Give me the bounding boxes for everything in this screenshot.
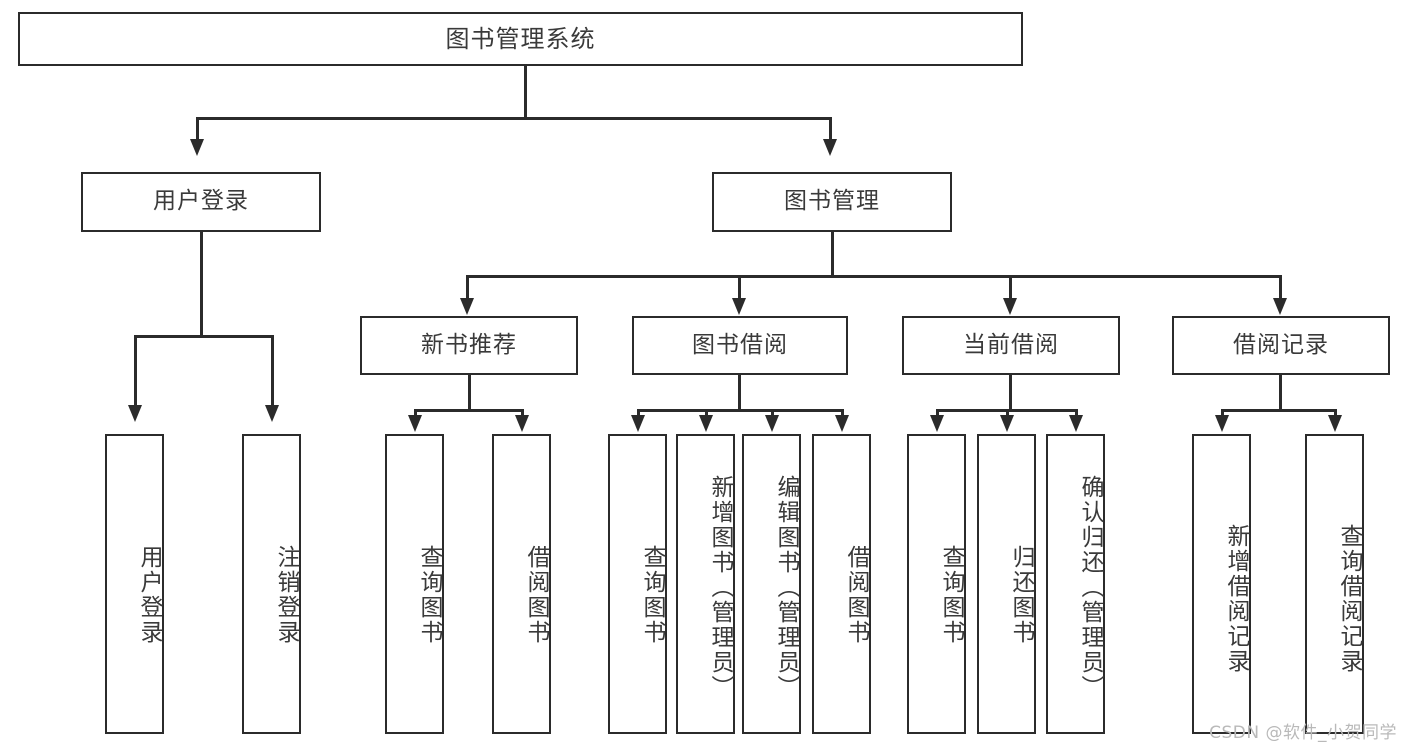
leaf-new-book-query[interactable]: 查询图书 (385, 434, 444, 734)
leaf-current-return-book[interactable]: 归还图书 (977, 434, 1036, 734)
connector-to-borrow (738, 275, 741, 298)
arrowhead-new-book (460, 298, 474, 315)
connector-book-mgmt-bus (466, 275, 1281, 278)
connector-root-to-user-login (196, 117, 199, 139)
connector-borrow-stem (738, 375, 741, 409)
connector-new-book-drop-1 (414, 409, 417, 415)
connector-borrow-drop-2 (705, 409, 708, 415)
arrowhead-borrow-leaf-3 (765, 415, 779, 432)
node-label: 查询借阅记录 (1336, 524, 1362, 674)
connector-current-drop-2 (1006, 409, 1009, 415)
node-label: 借阅图书 (523, 545, 549, 645)
node-label: 图书借阅 (692, 331, 788, 358)
connector-to-new-book (466, 275, 469, 298)
arrowhead-book-mgmt (823, 139, 837, 156)
node-label: 用户登录 (153, 188, 249, 215)
arrowhead-current-leaf-3 (1069, 415, 1083, 432)
connector-current-drop-1 (936, 409, 939, 415)
connector-borrow-drop-3 (771, 409, 774, 415)
node-user-login[interactable]: 用户登录 (81, 172, 321, 232)
node-label: 当前借阅 (963, 331, 1059, 358)
leaf-current-confirm-return[interactable]: 确认归还（管理员） (1046, 434, 1105, 734)
arrowhead-records-leaf-1 (1215, 415, 1229, 432)
node-label: 查询图书 (416, 545, 442, 645)
leaf-user-login[interactable]: 用户登录 (105, 434, 164, 734)
arrowhead-records (1273, 298, 1287, 315)
connector-new-book-drop-2 (521, 409, 524, 415)
node-borrow-records[interactable]: 借阅记录 (1172, 316, 1390, 375)
connector-records-drop-2 (1334, 409, 1337, 415)
connector-borrow-drop-4 (841, 409, 844, 415)
connector-user-login-stem (200, 232, 203, 335)
leaf-borrow-query-book[interactable]: 查询图书 (608, 434, 667, 734)
arrowhead-current-leaf-1 (930, 415, 944, 432)
connector-new-book-stem (468, 375, 471, 409)
connector-root-bus (196, 117, 831, 120)
arrowhead-new-book-leaf-2 (515, 415, 529, 432)
connector-records-stem (1279, 375, 1282, 409)
node-label: 图书管理 (784, 188, 880, 215)
arrowhead-records-leaf-2 (1328, 415, 1342, 432)
node-label: 归还图书 (1008, 545, 1034, 645)
node-current-borrow[interactable]: 当前借阅 (902, 316, 1120, 375)
node-label: 新增图书（管理员） (707, 474, 733, 700)
node-label: 新增借阅记录 (1223, 524, 1249, 674)
leaf-logout[interactable]: 注销登录 (242, 434, 301, 734)
leaf-current-query-book[interactable]: 查询图书 (907, 434, 966, 734)
node-book-borrow[interactable]: 图书借阅 (632, 316, 848, 375)
connector-root-stem (524, 66, 527, 117)
leaf-borrow-edit-book[interactable]: 编辑图书（管理员） (742, 434, 801, 734)
arrowhead-current (1003, 298, 1017, 315)
node-new-book-recommend[interactable]: 新书推荐 (360, 316, 578, 375)
connector-borrow-bus (637, 409, 844, 412)
node-label: 借阅记录 (1233, 331, 1329, 358)
connector-book-mgmt-stem (831, 232, 834, 275)
node-label: 用户登录 (136, 545, 162, 645)
connector-user-login-bus (134, 335, 273, 338)
arrowhead-leaf-user-login (128, 405, 142, 422)
arrowhead-borrow (732, 298, 746, 315)
connector-records-drop-1 (1221, 409, 1224, 415)
connector-root-to-book-mgmt (829, 117, 832, 139)
arrowhead-borrow-leaf-4 (835, 415, 849, 432)
node-label: 编辑图书（管理员） (773, 474, 799, 700)
connector-records-bus (1221, 409, 1336, 412)
connector-current-stem (1009, 375, 1012, 409)
leaf-records-add[interactable]: 新增借阅记录 (1192, 434, 1251, 734)
node-label: 图书管理系统 (445, 24, 596, 53)
connector-to-current (1009, 275, 1012, 298)
leaf-new-book-borrow[interactable]: 借阅图书 (492, 434, 551, 734)
node-root-system[interactable]: 图书管理系统 (18, 12, 1023, 66)
node-label: 新书推荐 (421, 331, 517, 358)
leaf-borrow-add-book[interactable]: 新增图书（管理员） (676, 434, 735, 734)
connector-new-book-bus (414, 409, 524, 412)
node-label: 注销登录 (273, 545, 299, 645)
arrowhead-leaf-logout (265, 405, 279, 422)
node-label: 查询图书 (938, 545, 964, 645)
node-label: 查询图书 (639, 545, 665, 645)
connector-user-login-drop-1 (134, 335, 137, 405)
node-book-management[interactable]: 图书管理 (712, 172, 952, 232)
connector-to-records (1279, 275, 1282, 298)
connector-borrow-drop-1 (637, 409, 640, 415)
arrowhead-new-book-leaf-1 (408, 415, 422, 432)
arrowhead-current-leaf-2 (1000, 415, 1014, 432)
leaf-borrow-borrow-book[interactable]: 借阅图书 (812, 434, 871, 734)
node-label: 借阅图书 (843, 545, 869, 645)
connector-current-drop-3 (1075, 409, 1078, 415)
node-label: 确认归还（管理员） (1077, 474, 1103, 700)
arrowhead-user-login (190, 139, 204, 156)
leaf-records-query[interactable]: 查询借阅记录 (1305, 434, 1364, 734)
arrowhead-borrow-leaf-1 (631, 415, 645, 432)
arrowhead-borrow-leaf-2 (699, 415, 713, 432)
connector-user-login-drop-2 (271, 335, 274, 405)
